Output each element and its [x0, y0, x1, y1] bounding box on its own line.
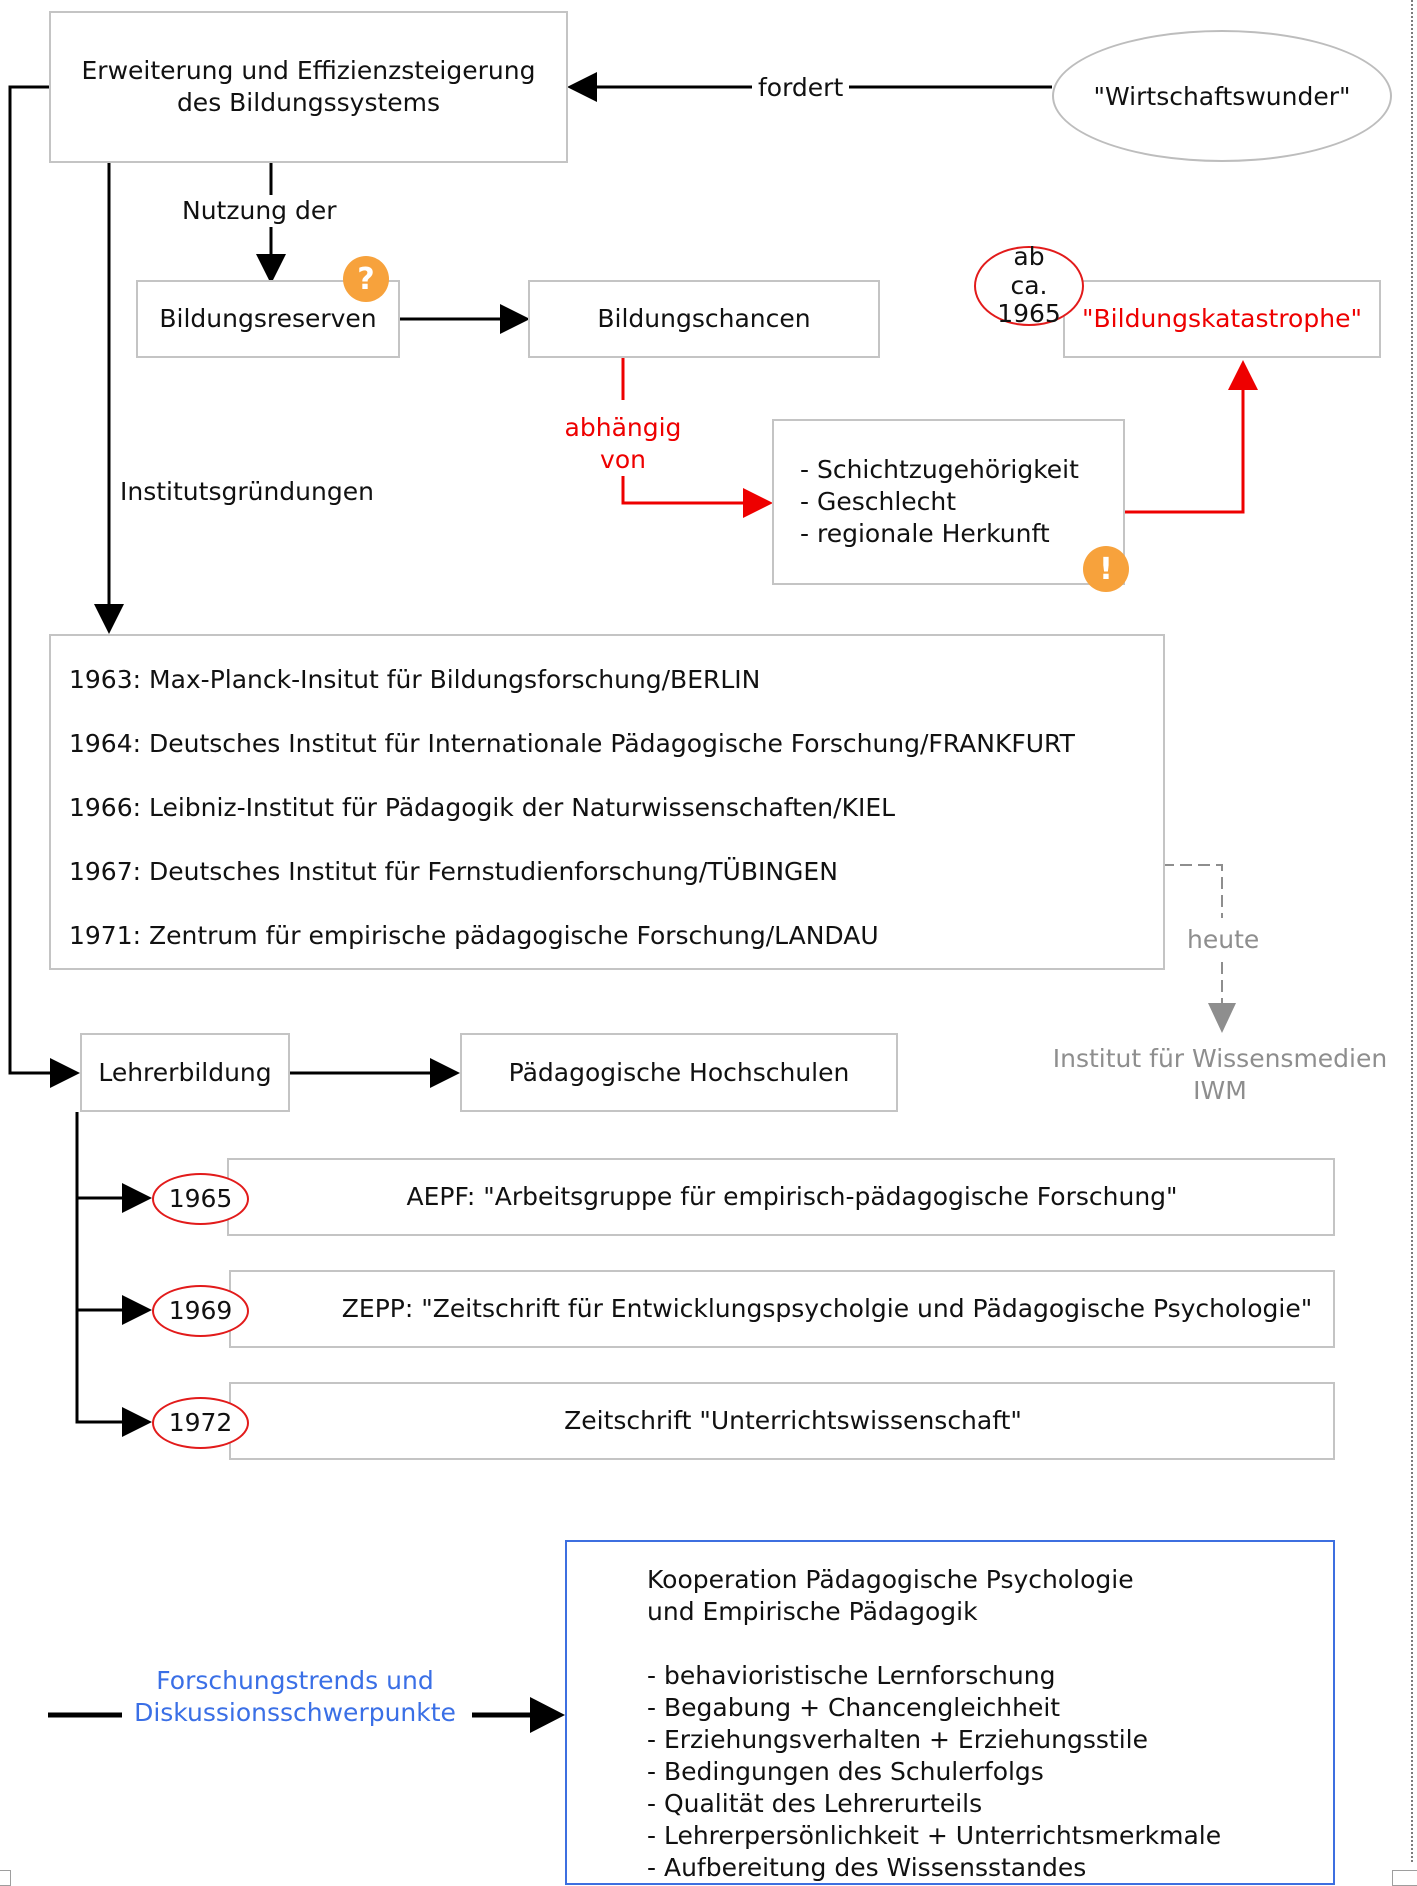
- arrowhead-institutsgruendungen: [94, 604, 124, 634]
- iwm-label: Institut für Wissensmedien IWM: [1052, 1044, 1388, 1105]
- milestone-year: 1972: [168, 1407, 233, 1437]
- kooperation-item: - Begabung + Chancengleichheit: [647, 1693, 1061, 1722]
- faktoren-list: - Schichtzugehörigkeit - Geschlecht - re…: [800, 454, 1079, 550]
- edge-erweiterung-lehrerbildung: [8, 85, 52, 1075]
- corner-mark-right: [1392, 1870, 1417, 1886]
- exclamation-icon: !: [1099, 551, 1113, 587]
- milestone-box: ZEPP: "Zeitschrift für Entwicklungspsych…: [229, 1270, 1335, 1348]
- kooperation-item: - Lehrerpersönlichkeit + Unterrichtsmerk…: [647, 1821, 1222, 1850]
- institute-item: 1967: Deutsches Institut für Fernstudien…: [69, 857, 838, 886]
- abhaengig-label: abhängig von: [553, 412, 693, 476]
- arrowhead-milestone-1969: [122, 1295, 152, 1325]
- question-badge: ?: [343, 256, 389, 302]
- edge-lehrer-milestones: [75, 1112, 125, 1424]
- wirtschaftswunder-text: "Wirtschaftswunder": [1093, 81, 1351, 111]
- milestone-text: AEPF: "Arbeitsgruppe für empirisch-pädag…: [406, 1182, 1178, 1211]
- corner-mark-left: [0, 1870, 11, 1886]
- erweiterung-text: Erweiterung und Effizienzsteigerung des …: [81, 56, 536, 117]
- kooperation-item: - Aufbereitung des Wissensstandes: [647, 1853, 1087, 1882]
- milestone-text: ZEPP: "Zeitschrift für Entwicklungspsych…: [341, 1294, 1313, 1323]
- hochschulen-box: Pädagogische Hochschulen: [460, 1033, 898, 1112]
- kooperation-item: - Bedingungen des Schulerfolgs: [647, 1757, 1044, 1786]
- edge-faktoren-katastrophe: [1125, 388, 1245, 514]
- question-icon: ?: [357, 261, 375, 297]
- arrowhead-nutzung: [256, 254, 286, 284]
- fordert-label: fordert: [752, 72, 850, 104]
- arrowhead-fordert: [567, 72, 597, 102]
- bildungskatastrophe-text: "Bildungskatastrophe": [1082, 304, 1362, 333]
- institutsgruendungen-label: Institutsgründungen: [120, 477, 374, 506]
- kooperation-item: - Erziehungsverhalten + Erziehungsstile: [647, 1725, 1148, 1754]
- page-edge-dotted-line: [1411, 0, 1413, 1862]
- wirtschaftswunder-ellipse: "Wirtschaftswunder": [1052, 30, 1392, 162]
- bildungschancen-box: Bildungschancen: [528, 280, 880, 358]
- faktor-item: - Geschlecht: [800, 487, 957, 516]
- institute-item: 1964: Deutsches Institut für Internation…: [69, 729, 1075, 758]
- edge-abhaengig-bottom: [621, 475, 744, 505]
- milestone-year-circle: 1969: [152, 1285, 249, 1337]
- faktor-item: - Schichtzugehörigkeit: [800, 455, 1079, 484]
- faktoren-box: - Schichtzugehörigkeit - Geschlecht - re…: [772, 419, 1125, 585]
- milestone-year: 1969: [168, 1295, 233, 1325]
- milestone-year: 1965: [168, 1183, 233, 1213]
- milestone-year-circle: 1972: [152, 1397, 249, 1449]
- institutes-box: 1963: Max-Planck-Insitut für Bildungsfor…: [49, 634, 1165, 970]
- arrowhead-milestone-1972: [122, 1407, 152, 1437]
- arrowhead-heute: [1208, 1003, 1236, 1033]
- arrowhead-lehrerbildung: [50, 1058, 80, 1088]
- milestone-box: AEPF: "Arbeitsgruppe für empirisch-pädag…: [227, 1158, 1335, 1236]
- bildungsreserven-text: Bildungsreserven: [159, 304, 377, 333]
- lehrerbildung-box: Lehrerbildung: [80, 1033, 290, 1112]
- exclamation-badge: !: [1083, 546, 1129, 592]
- arrowhead-hochschulen: [430, 1058, 460, 1088]
- arrowhead-katastrophe: [1228, 360, 1258, 390]
- institute-item: 1963: Max-Planck-Insitut für Bildungsfor…: [69, 665, 761, 694]
- arrowhead-abhaengig: [743, 488, 773, 518]
- heute-label: heute: [1183, 924, 1264, 956]
- kooperation-title: Kooperation Pädagogische Psychologie und…: [647, 1565, 1134, 1626]
- arrowhead-milestone-1965: [122, 1183, 152, 1213]
- bildungskatastrophe-box: "Bildungskatastrophe": [1063, 280, 1381, 358]
- hochschulen-text: Pädagogische Hochschulen: [508, 1057, 850, 1087]
- kooperation-list: - behavioristische Lernforschung - Begab…: [647, 1660, 1333, 1884]
- institute-item: 1971: Zentrum für empirische pädagogisch…: [69, 921, 879, 950]
- katastrophe-year-text: ab ca. 1965: [997, 241, 1061, 329]
- milestone-box: Zeitschrift "Unterrichtswissenschaft": [229, 1382, 1335, 1460]
- milestone-text: Zeitschrift "Unterrichtswissenschaft": [564, 1406, 1022, 1435]
- lehrerbildung-text: Lehrerbildung: [98, 1057, 272, 1087]
- institutes-list: 1963: Max-Planck-Insitut für Bildungsfor…: [51, 648, 1075, 968]
- erweiterung-box: Erweiterung und Effizienzsteigerung des …: [49, 11, 568, 163]
- kooperation-item: - Qualität des Lehrerurteils: [647, 1789, 983, 1818]
- forschung-label: Forschungstrends und Diskussionsschwerpu…: [134, 1666, 456, 1727]
- bildungschancen-text: Bildungschancen: [597, 304, 811, 333]
- kooperation-item: - behavioristische Lernforschung: [647, 1661, 1056, 1690]
- nutzung-label: Nutzung der: [176, 195, 343, 227]
- kooperation-box: Kooperation Pädagogische Psychologie und…: [565, 1540, 1335, 1885]
- milestone-year-circle: 1965: [152, 1173, 249, 1225]
- arrowhead-forschung: [530, 1697, 565, 1733]
- katastrophe-year-circle: ab ca. 1965: [974, 241, 1084, 329]
- faktor-item: - regionale Herkunft: [800, 519, 1050, 548]
- institute-item: 1966: Leibniz-Institut für Pädagogik der…: [69, 793, 896, 822]
- arrowhead-reserven-chancen: [500, 304, 530, 334]
